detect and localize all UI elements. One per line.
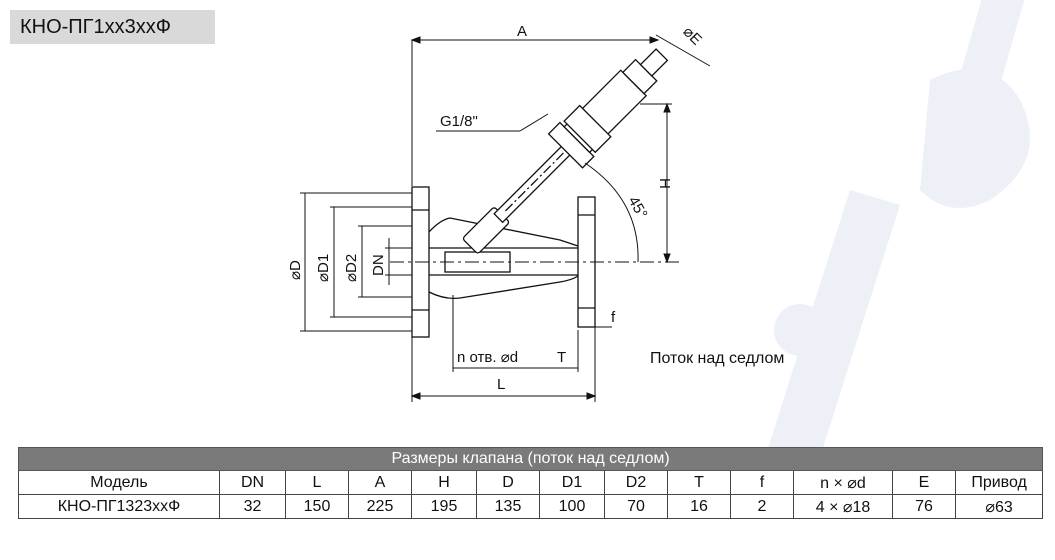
header-cell: E	[892, 470, 956, 495]
header-cell: T	[667, 470, 731, 495]
dim-label-h: H	[656, 178, 673, 189]
header-cell: n × ⌀d	[793, 470, 893, 495]
table-cell: 4 × ⌀18	[793, 494, 893, 519]
header-cell: D2	[604, 470, 668, 495]
table-cell: 2	[730, 494, 794, 519]
header-cell: H	[411, 470, 477, 495]
model-title: КНО-ПГ1xx3xxФ	[20, 15, 171, 38]
table-cell: 150	[285, 494, 349, 519]
dim-label-d2: ⌀D2	[343, 254, 360, 282]
flow-direction-label: Поток над седлом	[650, 350, 785, 367]
holes-label: n отв. ⌀d	[457, 349, 518, 366]
actuator-assembly	[462, 48, 669, 254]
header-cell: L	[285, 470, 349, 495]
table-cell: ⌀63	[954, 494, 1044, 519]
header-cell: Привод	[954, 470, 1044, 495]
header-cell: D	[476, 470, 540, 495]
table-cell: 195	[411, 494, 477, 519]
table-caption: Размеры клапана (поток над седлом)	[17, 447, 1044, 471]
valve-drawing: A ⌀E G1/8" H 45° ⌀D ⌀D1 ⌀D2 DN f n отв. …	[287, 23, 711, 402]
dim-label-t: T	[557, 349, 566, 366]
dim-label-e: ⌀E	[680, 23, 705, 48]
table-cell: 16	[667, 494, 731, 519]
header-cell: D1	[539, 470, 605, 495]
dim-label-dn: DN	[370, 254, 387, 276]
dim-label-a: A	[517, 23, 527, 40]
header-cell: Модель	[18, 470, 220, 495]
header-cell: f	[730, 470, 794, 495]
table-cell: 100	[539, 494, 605, 519]
table-cell: 76	[892, 494, 956, 519]
table-cell: КНО-ПГ1323xxФ	[18, 494, 220, 519]
header-cell: A	[348, 470, 412, 495]
table-cell: 225	[348, 494, 412, 519]
dimensions-table: Размеры клапана (поток над седлом) Модел…	[17, 447, 1044, 519]
table-cell: 70	[604, 494, 668, 519]
angle-label: 45°	[625, 194, 651, 222]
table-cell: 135	[476, 494, 540, 519]
body-top-line	[428, 217, 579, 247]
header-cell: DN	[219, 470, 286, 495]
port-label-g: G1/8"	[440, 113, 478, 130]
table-cell: 32	[219, 494, 286, 519]
table-row: КНО-ПГ1323xxФ 32 150 225 195 135 100 70 …	[18, 494, 1044, 519]
dim-label-d: ⌀D	[287, 260, 304, 280]
dim-label-f: f	[611, 309, 616, 326]
body-bottom-line	[428, 275, 579, 300]
model-title-badge: КНО-ПГ1xx3xxФ	[10, 10, 215, 44]
dim-label-l: L	[497, 376, 505, 393]
table-header-row: Модель DN L A H D D1 D2 T f n × ⌀d E При…	[18, 470, 1044, 495]
dim-label-d1: ⌀D1	[315, 254, 332, 282]
